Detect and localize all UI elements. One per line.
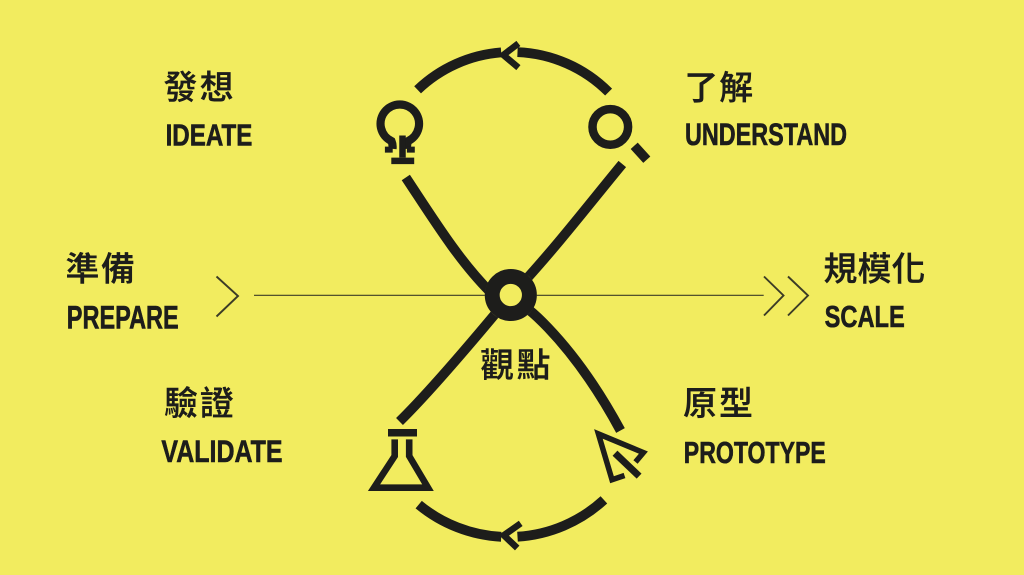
- svg-text:UNDERSTAND: UNDERSTAND: [685, 117, 847, 152]
- svg-text:PREPARE: PREPARE: [67, 299, 179, 335]
- svg-text:IDEATE: IDEATE: [166, 119, 253, 153]
- svg-text:SCALE: SCALE: [825, 299, 905, 334]
- svg-text:PROTOTYPE: PROTOTYPE: [684, 435, 826, 470]
- svg-text:VALIDATE: VALIDATE: [161, 433, 282, 469]
